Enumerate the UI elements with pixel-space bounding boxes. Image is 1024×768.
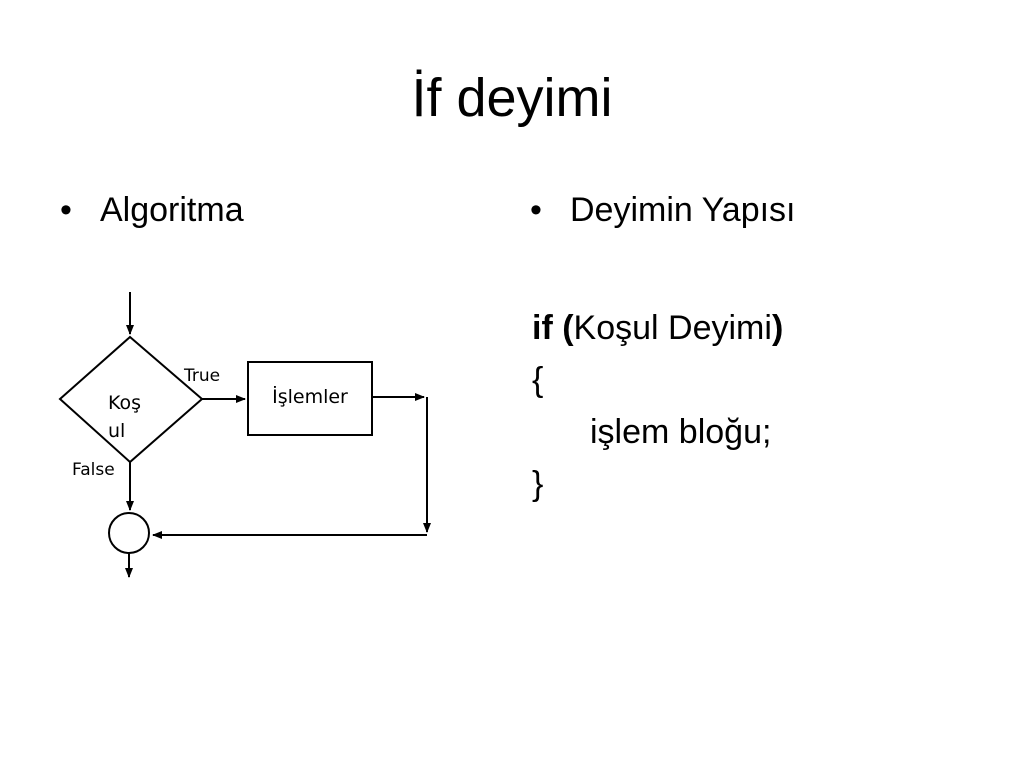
left-heading: Algoritma <box>100 191 244 229</box>
join-connector-circle <box>108 512 150 554</box>
code-close-paren: ) <box>771 309 784 347</box>
process-label: İşlemler <box>272 385 348 408</box>
right-bullet-item: • Deyimin Yapısı <box>530 188 796 232</box>
left-bullet-item: • Algoritma <box>60 188 244 232</box>
bullet-marker: • <box>60 191 72 229</box>
right-heading: Deyimin Yapısı <box>570 191 796 229</box>
bullet-marker: • <box>530 191 542 229</box>
condition-label-line1: Koş <box>108 392 141 414</box>
process-box <box>247 361 373 436</box>
slide-title: İf deyimi <box>411 68 613 128</box>
code-open-brace: { <box>532 361 544 399</box>
code-body: işlem bloğu; <box>590 413 772 451</box>
true-label: True <box>183 366 220 386</box>
code-block: if (Koşul Deyimi) { işlem bloğu; } <box>532 302 783 510</box>
condition-label-line2: ul <box>108 420 125 442</box>
false-label: False <box>72 460 115 480</box>
code-close-brace: } <box>532 465 544 503</box>
code-if-line: if (Koşul Deyimi) <box>532 302 783 354</box>
code-condition: Koşul Deyimi <box>573 309 772 347</box>
code-if-keyword: if ( <box>532 309 574 347</box>
